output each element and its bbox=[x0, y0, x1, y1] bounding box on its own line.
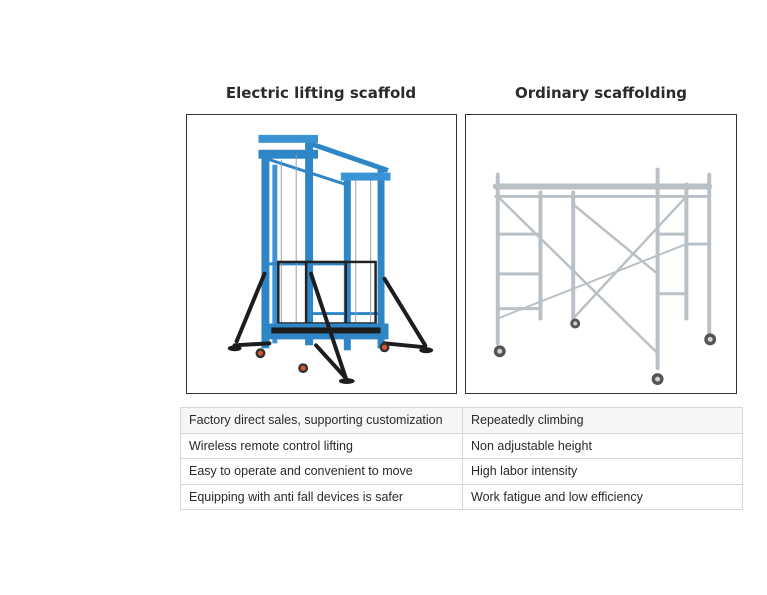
table-cell: Easy to operate and convenient to move bbox=[180, 458, 463, 485]
table-cell: Work fatigue and low efficiency bbox=[462, 483, 743, 510]
table-row: Easy to operate and convenient to move H… bbox=[180, 458, 743, 485]
electric-scaffold-icon bbox=[227, 134, 434, 385]
table-cell: Equipping with anti fall devices is safe… bbox=[180, 483, 463, 510]
table-cell: High labor intensity bbox=[462, 458, 743, 485]
table-cell: Wireless remote control lifting bbox=[180, 432, 463, 459]
table-row: Factory direct sales, supporting customi… bbox=[180, 407, 743, 434]
table-cell: Repeatedly climbing bbox=[462, 407, 743, 434]
steel-scaffolding-icon bbox=[492, 167, 717, 386]
ordinary-scaffolding-title: Ordinary scaffolding bbox=[514, 84, 688, 102]
electric-scaffold-photo bbox=[186, 114, 457, 394]
comparison-table: Factory direct sales, supporting customi… bbox=[180, 407, 743, 510]
electric-scaffold-title: Electric lifting scaffold bbox=[225, 84, 417, 102]
table-cell: Factory direct sales, supporting customi… bbox=[180, 407, 463, 434]
table-cell: Non adjustable height bbox=[462, 432, 743, 459]
ordinary-scaffolding-photo bbox=[465, 114, 737, 394]
table-row: Equipping with anti fall devices is safe… bbox=[180, 483, 743, 510]
table-row: Wireless remote control lifting Non adju… bbox=[180, 432, 743, 459]
